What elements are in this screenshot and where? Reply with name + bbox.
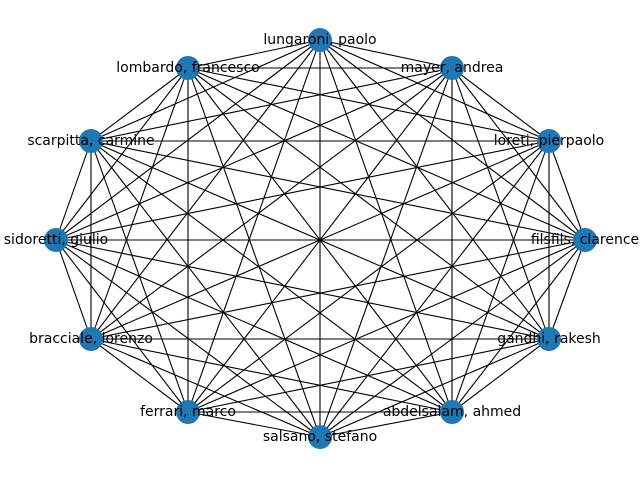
edge — [55, 140, 92, 241]
edge — [319, 39, 453, 413]
edge — [90, 239, 586, 340]
node-label: gandhi, rakesh — [497, 331, 601, 347]
edge — [548, 140, 586, 241]
graph-node — [440, 400, 464, 424]
edge — [451, 338, 550, 413]
graph-node — [176, 56, 200, 80]
edge — [90, 338, 321, 438]
edge — [90, 39, 321, 340]
edge — [55, 239, 453, 413]
graph-node — [44, 228, 68, 252]
graph-node — [79, 129, 103, 153]
edge — [319, 39, 453, 69]
edge — [187, 140, 550, 413]
edge — [90, 338, 453, 413]
graph-node — [537, 327, 561, 351]
node-label: ferrari, marco — [140, 404, 236, 420]
edge — [55, 239, 550, 340]
node-label: sidoretti, giulio — [4, 232, 108, 248]
edge — [55, 239, 92, 340]
edge — [187, 67, 550, 340]
edge — [187, 67, 586, 241]
edge — [187, 39, 321, 413]
edge — [548, 239, 586, 340]
graph-node — [308, 425, 332, 449]
graph-node — [176, 400, 200, 424]
edge — [187, 411, 321, 438]
edge — [187, 67, 550, 142]
graph-node — [440, 56, 464, 80]
node-label: lombardo, francesco — [116, 60, 259, 76]
edge — [319, 411, 453, 438]
edge — [90, 67, 189, 142]
graph-node — [308, 28, 332, 52]
edge — [90, 67, 189, 340]
edge — [319, 338, 550, 438]
edge — [319, 39, 550, 340]
edge — [90, 338, 189, 413]
edge — [187, 67, 453, 413]
node-label: scarpitta, carmine — [27, 133, 154, 149]
edge — [90, 140, 189, 413]
node-label: filsfils, clarence — [531, 232, 639, 248]
node-label: lungaroni, paolo — [263, 32, 376, 48]
node-label: abdelsalam, ahmed — [383, 404, 521, 420]
edge — [90, 140, 453, 413]
node-label: mayer, andrea — [401, 60, 504, 76]
edge — [90, 67, 453, 340]
node-label: salsano, stefano — [263, 429, 377, 445]
edge — [55, 140, 550, 241]
graph-node — [79, 327, 103, 351]
labels-layer: lungaroni, paolo mayer, andrea loreti, pie… — [4, 32, 639, 445]
edge — [55, 239, 189, 413]
edge — [90, 140, 586, 241]
edge — [55, 67, 189, 241]
edge — [187, 67, 321, 438]
graph-node — [537, 129, 561, 153]
node-label: bracciale, lorenzo — [29, 331, 153, 347]
graph-node — [573, 228, 597, 252]
nodes-layer — [44, 28, 597, 449]
node-label: loreti, pierpaolo — [494, 133, 604, 149]
edge — [187, 39, 321, 69]
edges-layer — [55, 39, 586, 438]
edge — [90, 140, 321, 438]
edge — [319, 67, 453, 438]
edge — [451, 67, 550, 142]
